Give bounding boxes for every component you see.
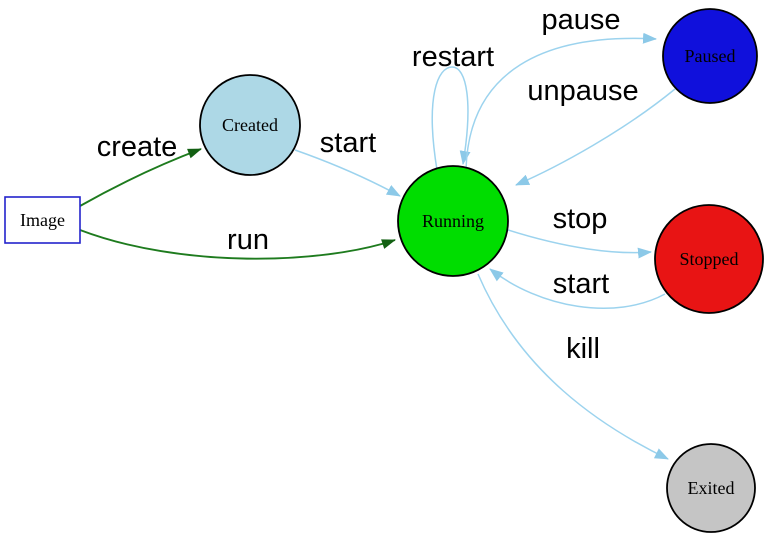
- node-exited: [666, 443, 756, 533]
- node-labels-layer: Image Created Running Paused Stopped Exi…: [20, 46, 739, 498]
- edge-kill: [477, 273, 669, 460]
- edge-labels-layer: create run start restart pause unpause s…: [97, 4, 639, 365]
- edge-label-unpause: unpause: [527, 75, 638, 107]
- edge-label-run: run: [227, 224, 269, 256]
- node-image: [4, 196, 81, 244]
- edges-layer: [79, 32, 676, 460]
- node-created: [199, 74, 301, 176]
- node-paused: [662, 8, 758, 104]
- node-paused-label: Paused: [685, 46, 736, 66]
- edge-label-start-created: start: [320, 127, 376, 159]
- nodes-layer: [4, 8, 764, 533]
- edge-run: [79, 229, 396, 260]
- node-stopped: [654, 204, 764, 314]
- edge-stop: [507, 229, 652, 259]
- edge-label-pause: pause: [541, 4, 620, 36]
- node-stopped-label: Stopped: [679, 249, 738, 269]
- node-exited-label: Exited: [688, 478, 735, 498]
- edge-restart-self-loop: [431, 66, 471, 171]
- edge-create: [79, 148, 202, 207]
- edge-unpause: [515, 88, 676, 186]
- edge-label-start-stopped: start: [553, 268, 609, 300]
- edge-label-stop: stop: [553, 203, 608, 235]
- edge-start-created-running: [294, 149, 401, 197]
- edge-pause: [465, 32, 657, 172]
- node-image-label: Image: [20, 210, 65, 230]
- node-running: [397, 165, 509, 277]
- edge-label-restart: restart: [412, 41, 494, 73]
- edge-start-stopped-running: [489, 268, 666, 309]
- edge-label-create: create: [97, 131, 178, 163]
- edge-label-kill: kill: [566, 333, 600, 365]
- node-running-label: Running: [422, 211, 484, 231]
- node-created-label: Created: [222, 115, 278, 135]
